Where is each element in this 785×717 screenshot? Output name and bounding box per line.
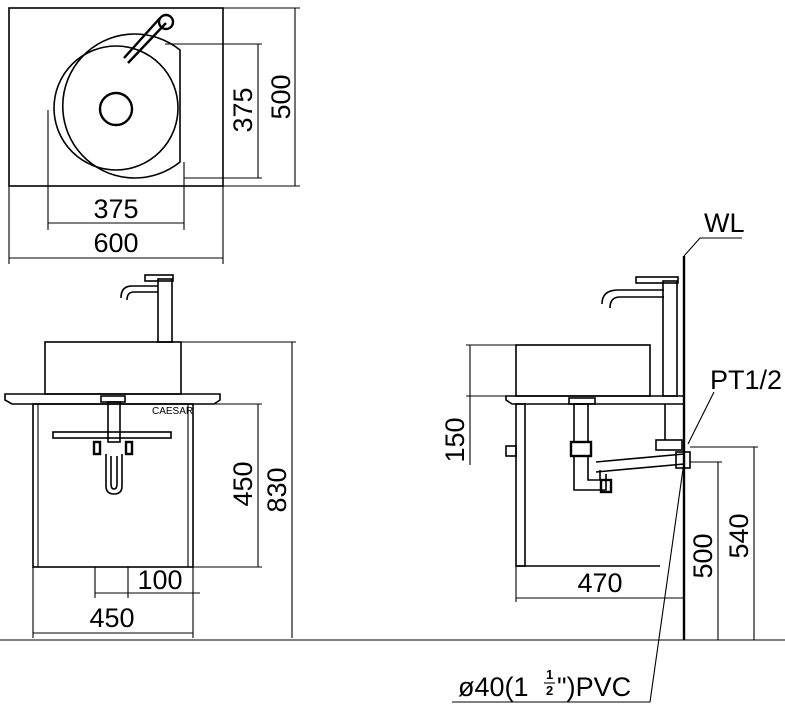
side-p-trap: [573, 456, 607, 491]
drain-fitting: [100, 395, 126, 403]
dim-drain-height: 500: [688, 533, 718, 578]
dim-cabinet-width: 450: [89, 603, 134, 633]
vessel-basin: [44, 341, 182, 395]
side-vessel-basin: [515, 344, 651, 397]
side-faucet-body: [662, 280, 678, 397]
basin-outer-rim: [61, 33, 181, 179]
countertop-outline: [8, 7, 224, 187]
wall-label: WL: [704, 208, 745, 238]
side-drain-fitting: [568, 397, 596, 405]
pvc-frac-num: 1: [546, 667, 553, 682]
side-drain-horizontal: [595, 453, 685, 473]
side-cabinet: [515, 403, 526, 567]
basin-inner-rim: [53, 45, 179, 171]
faucet-spout: [120, 285, 158, 299]
dim-basin-width: 375: [93, 194, 138, 224]
dim-total-height: 830: [262, 467, 292, 512]
shelf: [52, 431, 172, 439]
faucet-spout-top: [127, 22, 167, 64]
pvc-label-suffix: ")PVC: [557, 672, 631, 702]
side-countertop: [505, 395, 685, 405]
dim-basin-height: 150: [440, 417, 470, 462]
dim-drain-offset: 100: [137, 565, 182, 595]
dim-supply-height: 540: [724, 513, 754, 558]
faucet-handle: [157, 13, 175, 31]
brand-label: CAESAR: [152, 406, 193, 417]
dim-overall-depth: 500: [266, 74, 296, 119]
faucet-body: [157, 278, 173, 343]
dim-cabinet-height: 450: [228, 461, 258, 506]
supply-valve: [655, 439, 683, 451]
side-faucet-spout: [601, 289, 664, 305]
top-view: 375 600 375 500: [8, 7, 300, 264]
pipe-thread-label: PT1/2: [710, 365, 782, 395]
dim-cabinet-depth: 470: [577, 568, 622, 598]
drain-hole: [98, 91, 134, 127]
front-view: CAESAR 450 830 100 450: [4, 274, 296, 638]
side-view: WL PT1/2 150: [440, 208, 782, 703]
pvc-label-prefix: ø40(1: [458, 672, 529, 702]
cabinet: [32, 403, 194, 568]
p-trap: [105, 454, 123, 495]
dim-basin-depth: 375: [228, 87, 258, 132]
pvc-frac-den: 2: [546, 683, 553, 698]
dim-overall-width: 600: [93, 228, 138, 258]
